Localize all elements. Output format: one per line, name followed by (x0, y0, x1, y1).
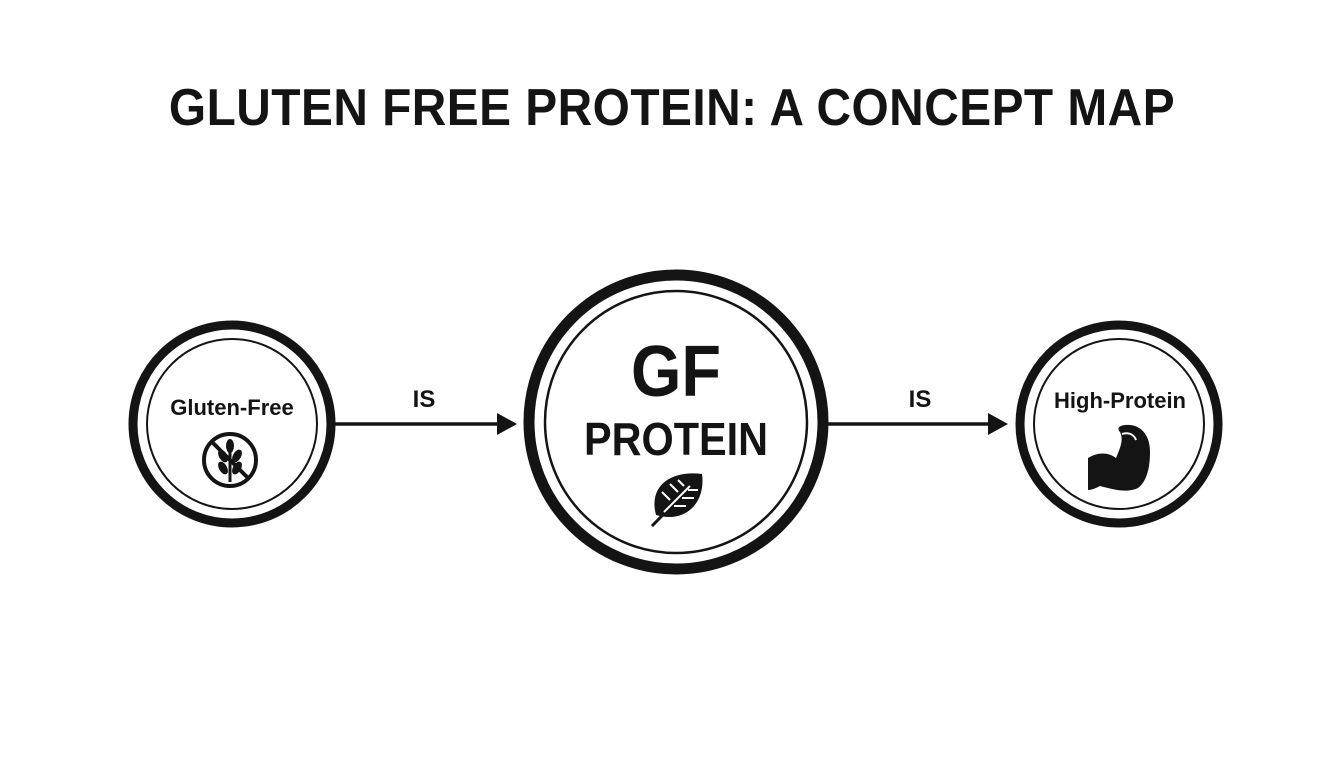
leaf-icon (650, 473, 703, 528)
diagram-title: GLUTEN FREE PROTEIN: A CONCEPT MAP (168, 79, 1176, 137)
node-inner-ring (1033, 338, 1205, 510)
node-label: High-Protein (1054, 388, 1186, 413)
arrowhead-icon (497, 413, 517, 435)
node-inner-ring (543, 289, 809, 555)
edge-gluten-free-to-gf-protein: IS (334, 386, 517, 435)
node-inner-ring (146, 338, 318, 510)
node-outer-ring (523, 269, 829, 575)
edge-label: IS (909, 386, 932, 413)
flexed-bicep-icon (1088, 424, 1150, 491)
node-gluten-free: Gluten-Free (128, 320, 336, 528)
no-wheat-icon (202, 432, 258, 488)
node-gf-protein: GF PROTEIN (523, 269, 829, 575)
node-label-bottom: PROTEIN (584, 414, 768, 466)
node-label-top: GF (631, 331, 721, 412)
edge-label: IS (413, 386, 436, 413)
arrowhead-icon (988, 413, 1008, 435)
node-outer-ring (128, 320, 336, 528)
node-high-protein: High-Protein (1015, 320, 1223, 528)
node-label: Gluten-Free (170, 395, 293, 420)
node-outer-ring (1015, 320, 1223, 528)
edge-gf-protein-to-high-protein: IS (828, 386, 1008, 435)
